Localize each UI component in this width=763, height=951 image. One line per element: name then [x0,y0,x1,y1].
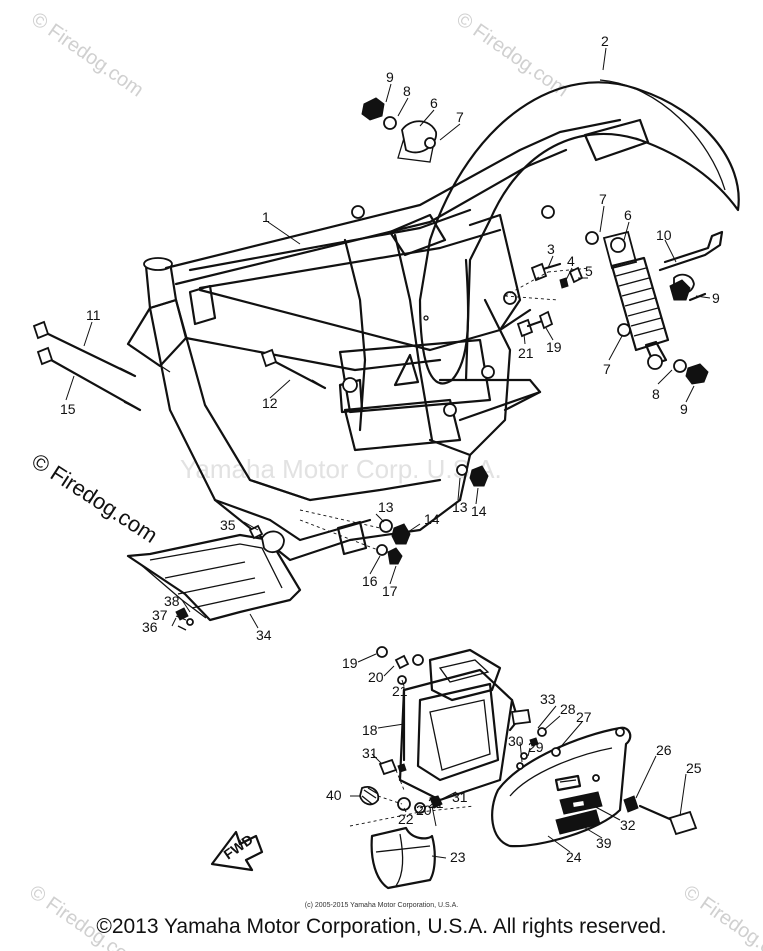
leader-lines [65,47,711,859]
watermark-layer: © Firedog.com © Firedog.com Yamaha Motor… [25,8,763,951]
callout-9c: 9 [680,401,688,417]
callout-8b: 8 [652,386,660,402]
small-credit: (c) 2005-2015 Yamaha Motor Corporation, … [304,902,459,909]
callout-27: 27 [576,709,592,725]
callout-8a: 8 [403,83,411,99]
callout-7a: 7 [456,109,464,125]
lower-hardware [299,464,489,565]
watermark-center: Yamaha Motor Corp. U.S.A. [180,454,502,484]
battery-box [349,646,532,827]
callout-7c: 7 [603,361,611,377]
callout-7b: 7 [599,191,607,207]
callout-19b: 19 [342,655,358,671]
callout-9a: 9 [386,69,394,85]
callout-13a: 13 [452,499,468,515]
tool-bag [370,826,436,890]
watermark-middle-left: © Firedog.com [27,448,162,548]
callout-11: 11 [86,307,101,323]
side-cover [491,726,698,848]
callout-14b: 14 [424,511,440,527]
callout-5: 5 [585,263,593,279]
callout-19a: 19 [546,339,562,355]
under-guard [126,524,302,631]
callout-16: 16 [362,573,378,589]
callout-15: 15 [60,401,76,417]
callout-30: 30 [508,733,524,749]
callout-21a: 21 [518,345,534,361]
callout-3: 3 [547,241,555,257]
main-frame [126,118,622,562]
callout-13b: 13 [378,499,394,515]
callout-2: 2 [601,33,609,49]
fwd-arrow: FWD [210,830,264,872]
callout-10: 10 [656,227,672,243]
callout-12: 12 [262,395,278,411]
callout-40: 40 [326,787,342,803]
callout-6a: 6 [430,95,438,111]
callout-24: 24 [566,849,582,865]
callout-31b: 31 [452,789,468,805]
callout-6b: 6 [624,207,632,223]
callout-4: 4 [567,253,575,269]
callout-38: 38 [164,593,180,609]
callout-labels: 1 2 3 4 5 6 6 7 7 7 8 8 9 9 9 10 11 12 1… [60,33,720,865]
callout-9b: 9 [712,290,720,306]
center-hardware [504,262,591,338]
callout-20a: 20 [368,669,384,685]
callout-29: 29 [528,739,544,755]
copyright-footer: ©2013 Yamaha Motor Corporation, U.S.A. A… [96,915,667,938]
callout-18: 18 [362,722,378,738]
callout-23: 23 [450,849,466,865]
watermark-top-right: © Firedog.com [452,8,572,101]
shock-top-hardware [361,97,437,163]
callout-21c: 21 [428,795,444,811]
callout-1: 1 [262,209,270,225]
callout-37: 37 [152,607,168,623]
callout-33: 33 [540,691,556,707]
engine-bolts [32,320,327,412]
callout-36: 36 [142,619,158,635]
callout-26: 26 [656,742,672,758]
watermark-top-left: © Firedog.com [27,8,147,101]
callout-25: 25 [686,760,702,776]
callout-21b: 21 [392,683,408,699]
rear-fender [418,79,740,385]
callout-31a: 31 [362,745,378,761]
callout-20b: 20 [416,802,432,818]
callout-34: 34 [256,627,272,643]
callout-32: 32 [620,817,636,833]
callout-39: 39 [596,835,612,851]
callout-28: 28 [560,701,576,717]
callout-14a: 14 [471,503,487,519]
callout-35: 35 [220,517,236,533]
rear-shock [585,230,724,385]
callout-17: 17 [382,583,398,599]
callout-22: 22 [398,811,414,827]
